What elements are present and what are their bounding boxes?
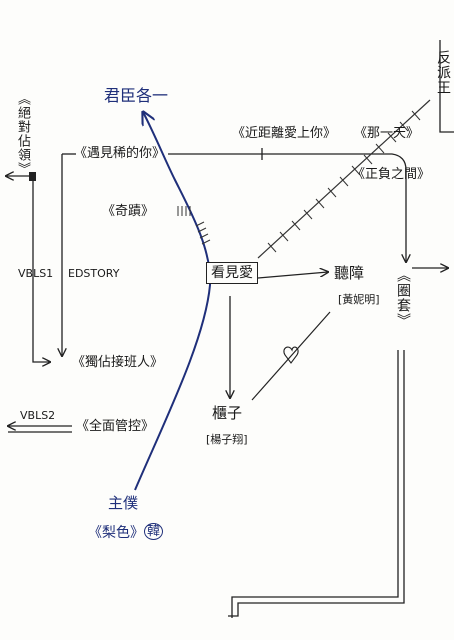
hearing-actor: [黃妮明] [338, 293, 380, 306]
circle-set: 《圈套》 [395, 268, 411, 328]
master-title: 《梨色》 [88, 525, 144, 541]
closest-love: 《近距離愛上你》 [232, 126, 337, 141]
full-control: 《全面管控》 [76, 419, 155, 434]
right-long-line [228, 350, 405, 617]
arrow-to-hearing [257, 272, 328, 279]
left-marker [29, 172, 36, 181]
top-left-name: 君臣各一 [104, 86, 169, 105]
vbl2: VBLS2 [20, 409, 56, 422]
railway-line [257, 99, 431, 259]
between: 《正負之間》 [352, 167, 431, 182]
right-long-line-2 [231, 350, 399, 618]
center-node: 看見愛 [206, 262, 258, 284]
absolute-hypothesis: 《絕對佔領》 [15, 92, 30, 176]
main-blue-curve [134, 112, 212, 491]
corner-box [439, 40, 454, 133]
top-connector-line [168, 153, 406, 262]
miracle: 《奇蹟》 [102, 204, 155, 219]
vbl1: VBLS1 [18, 267, 54, 280]
hearing-cabinet-link [251, 311, 331, 401]
meet-you: 《遇見稀的你》 [74, 146, 166, 161]
miracle-ticks [177, 206, 211, 245]
edstory: EDSTORY [68, 267, 120, 280]
left-vertical-line [32, 178, 50, 362]
top-right-vertical: 反派王 [435, 50, 451, 95]
cabinet-actor: [楊子翔] [206, 433, 248, 446]
hearing: 聽障 [334, 264, 365, 282]
exclusive: 《獨佔接班人》 [72, 355, 164, 370]
that-day: 《那一天》 [354, 126, 420, 141]
railway-ties [267, 110, 421, 253]
cabinet: 櫃子 [212, 404, 243, 422]
master: 主僕 [108, 494, 139, 512]
heart-icon [283, 346, 299, 364]
master-tag: 韓 [144, 523, 164, 540]
